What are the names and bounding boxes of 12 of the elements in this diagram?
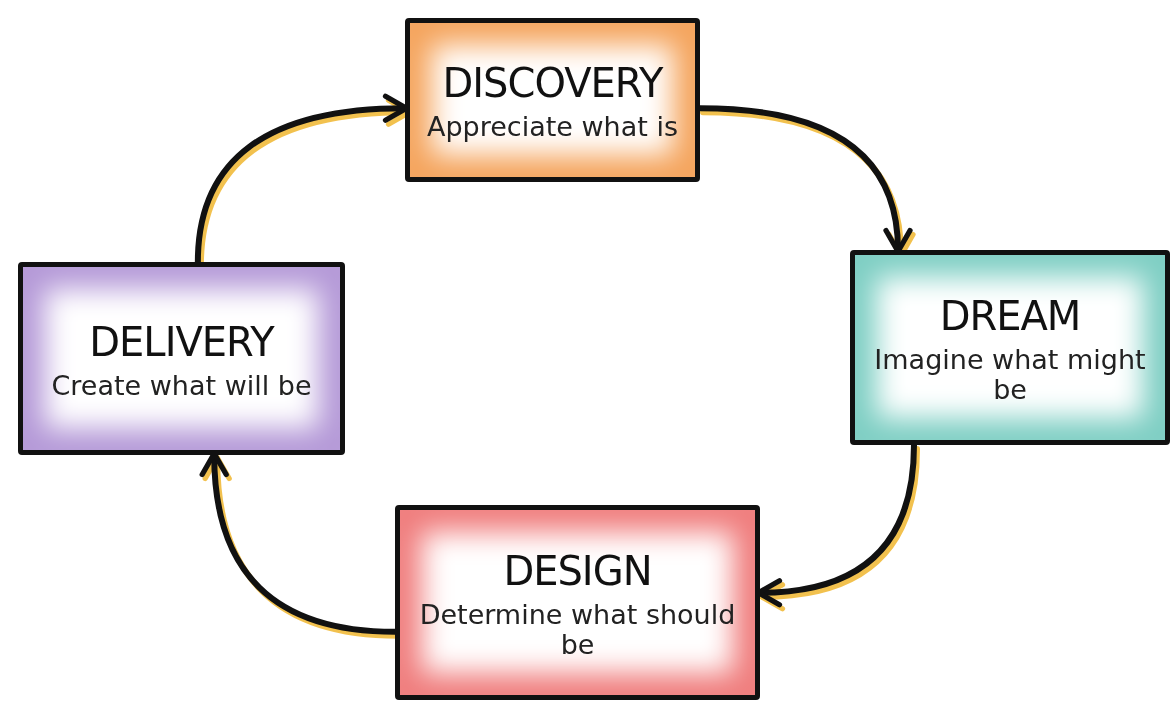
stage-title: DISCOVERY (442, 59, 663, 109)
stage-title: DESIGN (503, 546, 652, 596)
stage-box (850, 250, 1170, 445)
stage-description: Appreciate what is (427, 112, 678, 142)
stage-description: Create what will be (51, 370, 312, 401)
stage-box (18, 262, 345, 455)
stage-description: Imagine what might be (873, 344, 1147, 405)
stage-box (405, 18, 700, 182)
stage-title: DREAM (939, 291, 1081, 341)
stage-title: DELIVERY (89, 317, 274, 367)
stage-box (395, 505, 760, 700)
stage-description: Determine what should be (418, 599, 737, 660)
